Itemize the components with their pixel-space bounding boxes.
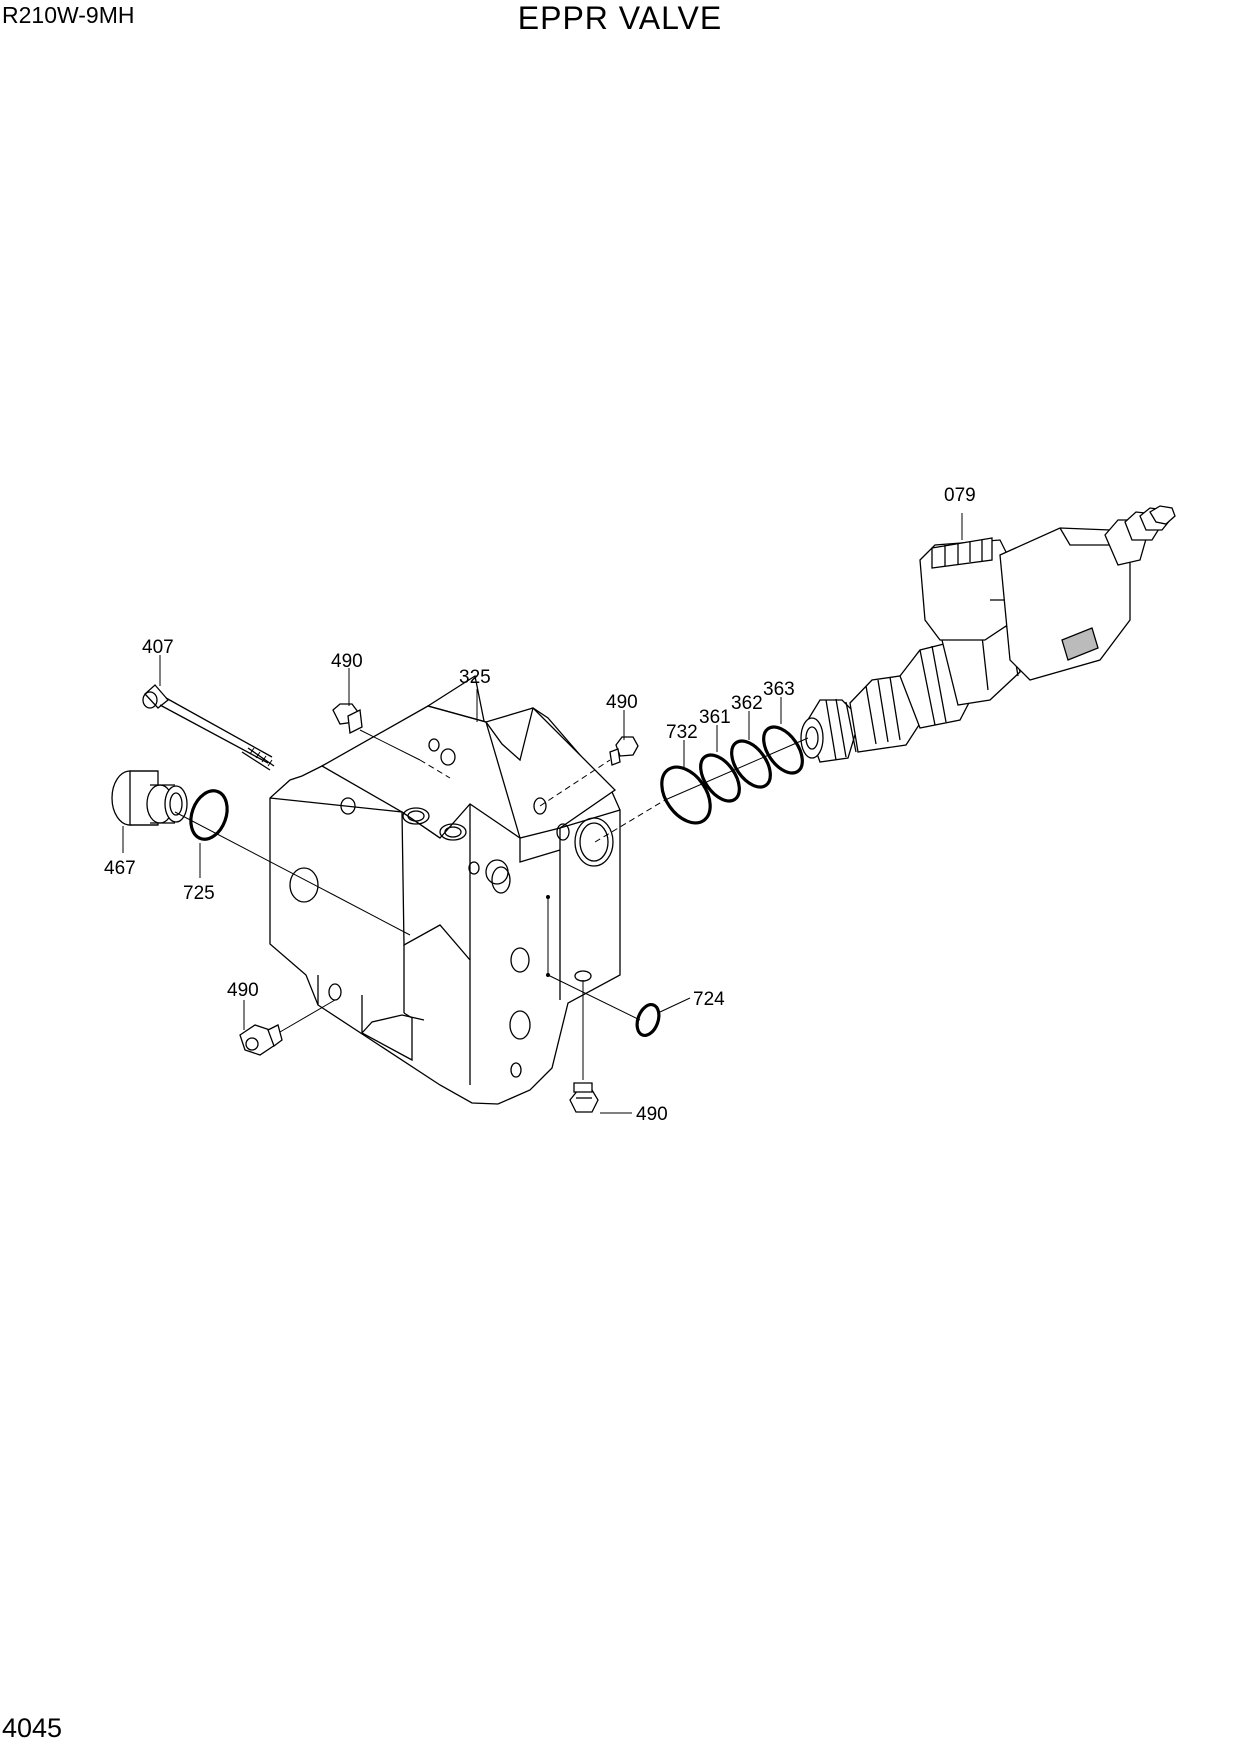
callout-732: 732: [666, 722, 698, 743]
callout-407: 407: [142, 637, 174, 658]
callout-325: 325: [459, 667, 491, 688]
cap-screw: [142, 684, 275, 771]
solenoid-cartridge: [800, 505, 1176, 763]
plug-490-right: [609, 736, 639, 766]
callout-724: 724: [693, 989, 725, 1010]
callout-079: 079: [944, 485, 976, 506]
callout-362: 362: [731, 693, 763, 714]
leader-lines: [122, 513, 963, 1114]
o-ring-725: [189, 789, 229, 841]
model-number: R210W-9MH: [2, 2, 135, 28]
callout-labels: 079 407 490 325 490 732 361 362 363 467 …: [104, 485, 976, 1125]
callout-363: 363: [763, 679, 795, 700]
o-ring-732: [660, 765, 712, 825]
plug-490-bottom: [569, 1082, 599, 1113]
callout-467: 467: [104, 858, 136, 879]
callout-361: 361: [699, 707, 731, 728]
o-ring-361: [699, 753, 741, 803]
page-title: EPPR VALVE: [517, 0, 723, 36]
valve-body: [269, 674, 621, 1105]
o-ring-362: [730, 739, 772, 789]
plug: [111, 770, 188, 826]
assembly-lines: [174, 729, 809, 1080]
page-number: 4045: [2, 1713, 63, 1743]
plug-490-left: [239, 1024, 283, 1056]
callout-490-right: 490: [606, 692, 638, 713]
callout-725: 725: [183, 883, 215, 904]
o-ring-724: [635, 1002, 661, 1038]
callout-490-top: 490: [331, 651, 363, 672]
o-ring-363: [762, 725, 804, 775]
plug-490-top: [332, 703, 363, 734]
callout-490-left: 490: [227, 980, 259, 1001]
callout-490-bottom: 490: [636, 1104, 668, 1125]
